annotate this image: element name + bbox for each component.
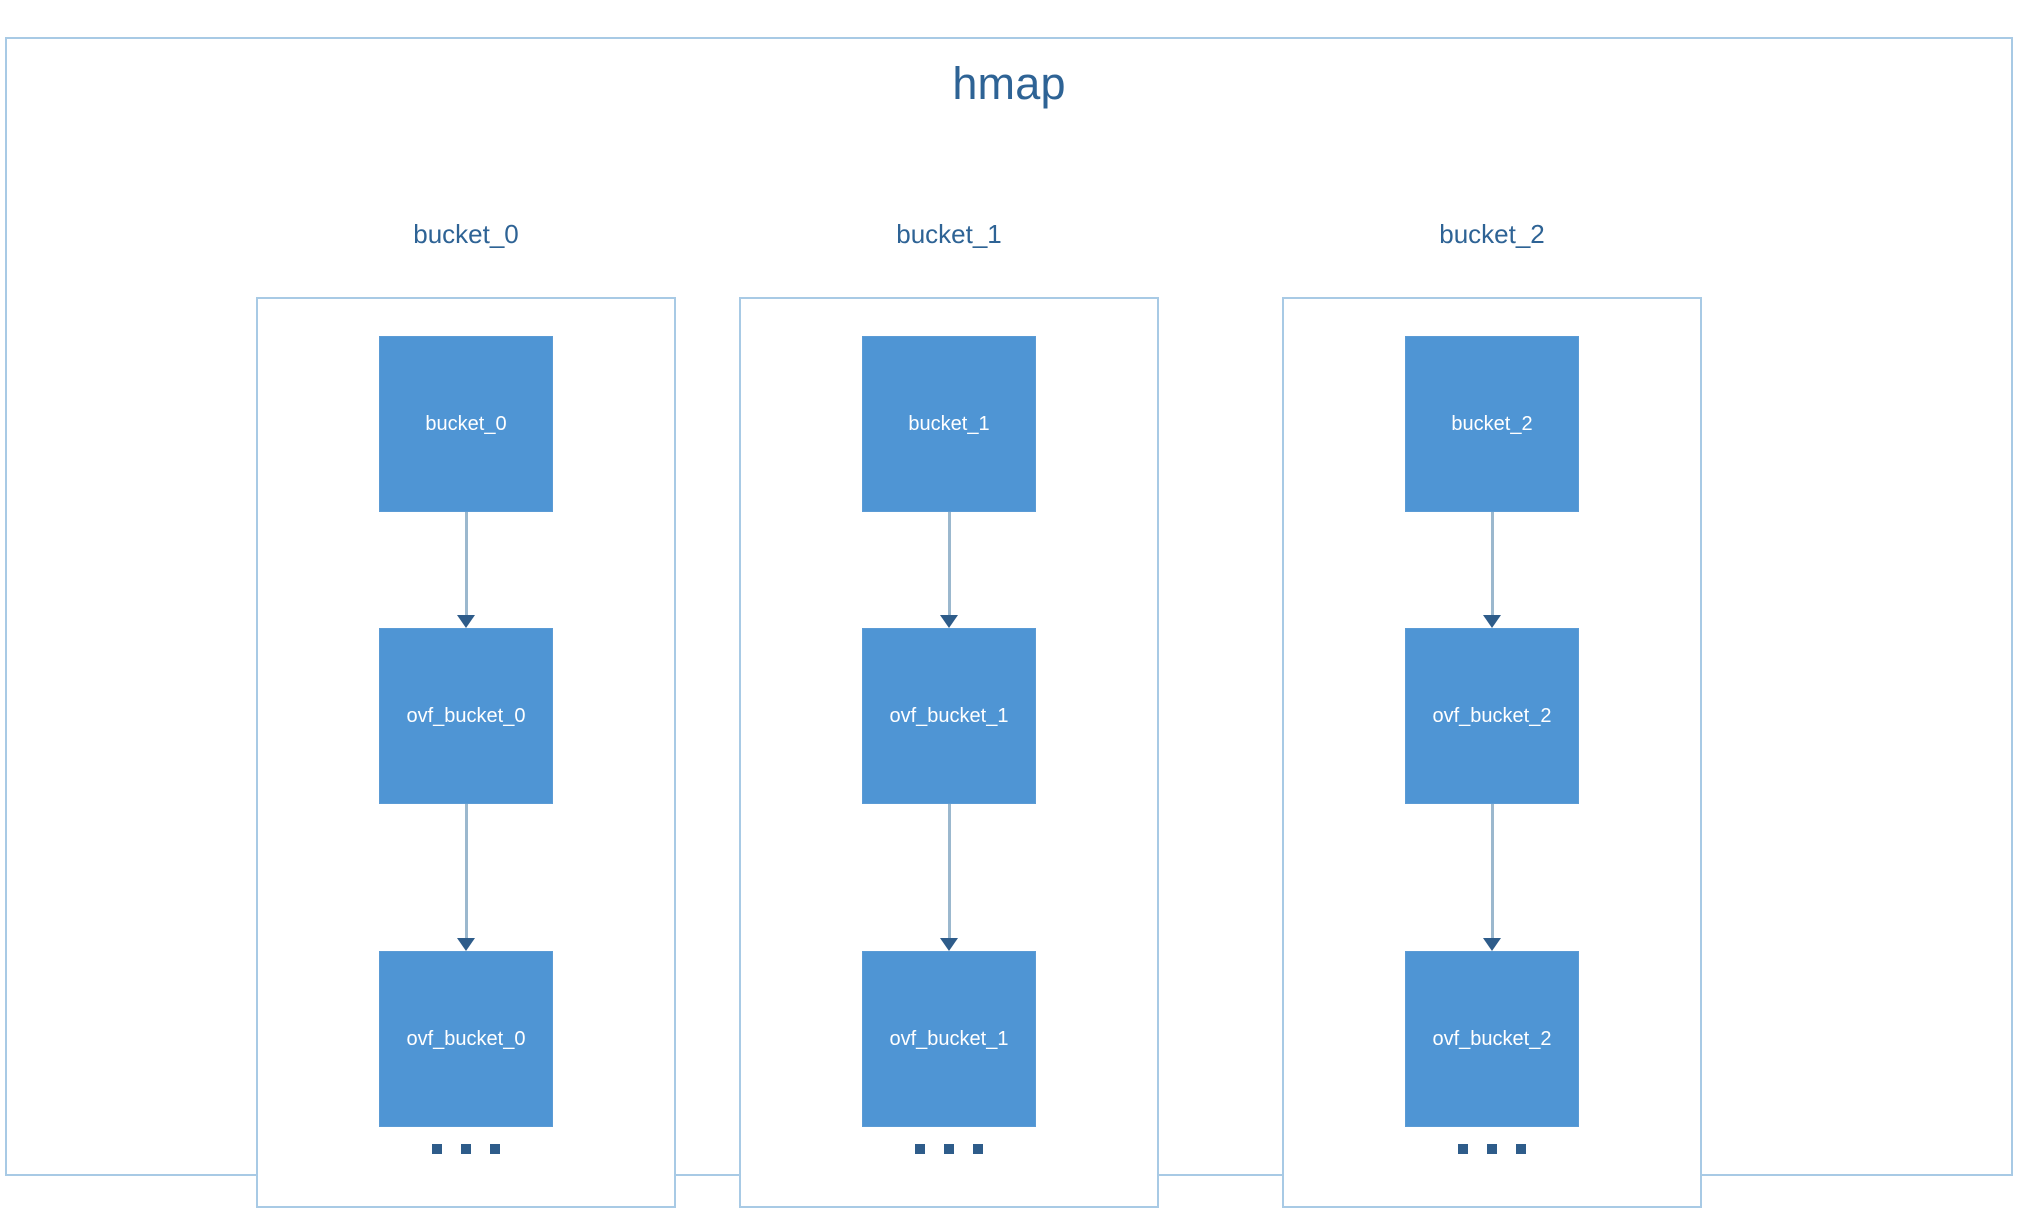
- ellipsis-dot: [1487, 1144, 1497, 1154]
- diagram-frame: hmap bucket_0 bucket_0 ovf_bucket_0: [5, 37, 2013, 1208]
- arrow-line: [1490, 804, 1494, 939]
- connector-arrow: [1481, 804, 1503, 951]
- node-box-label: bucket_1: [908, 413, 990, 435]
- node-box-label: ovf_bucket_2: [1432, 705, 1552, 727]
- node-box[interactable]: bucket_1: [862, 336, 1036, 512]
- ellipsis-indicator: ...: [741, 1144, 1157, 1154]
- bucket-columns: bucket_0 bucket_0 ovf_bucket_0: [7, 39, 2011, 1208]
- ellipsis-dot: [432, 1144, 442, 1154]
- arrow-head-icon: [940, 938, 958, 951]
- node-box[interactable]: ovf_bucket_1: [862, 628, 1036, 804]
- ellipsis-dot: [1458, 1144, 1468, 1154]
- arrow-head-icon: [457, 615, 475, 628]
- ellipsis-dot: [915, 1144, 925, 1154]
- node-box[interactable]: ovf_bucket_2: [1405, 628, 1579, 804]
- ellipsis-dot: [973, 1144, 983, 1154]
- node-box[interactable]: ovf_bucket_0: [379, 628, 553, 804]
- arrow-line: [1490, 512, 1494, 616]
- node-box-label: bucket_2: [1451, 413, 1533, 435]
- node-box-label: ovf_bucket_2: [1432, 1028, 1552, 1050]
- bucket-container-2[interactable]: bucket_2 ovf_bucket_2 ovf_bucket: [1282, 297, 1702, 1208]
- bucket-container-1[interactable]: bucket_1 ovf_bucket_1 ovf_bucket: [739, 297, 1159, 1208]
- arrow-head-icon: [940, 615, 958, 628]
- node-stack-0: bucket_0 ovf_bucket_0 ovf_bucket: [258, 299, 674, 1206]
- bucket-container-0[interactable]: bucket_0 ovf_bucket_0 ovf_bucket: [256, 297, 676, 1208]
- ellipsis-indicator: ...: [258, 1144, 674, 1154]
- connector-arrow: [938, 512, 960, 628]
- arrow-line: [947, 512, 951, 616]
- arrow-head-icon: [457, 938, 475, 951]
- node-box[interactable]: bucket_2: [1405, 336, 1579, 512]
- node-box-label: ovf_bucket_1: [889, 705, 1009, 727]
- node-box-label: bucket_0: [425, 413, 507, 435]
- arrow-line: [464, 804, 468, 939]
- ellipsis-dot: [1516, 1144, 1526, 1154]
- ellipsis-dot: [490, 1144, 500, 1154]
- arrow-line: [947, 804, 951, 939]
- connector-arrow: [1481, 512, 1503, 628]
- node-box[interactable]: bucket_0: [379, 336, 553, 512]
- diagram-title: hmap: [952, 58, 1066, 109]
- node-box[interactable]: ovf_bucket_2: [1405, 951, 1579, 1127]
- bucket-column-label-2: bucket_2: [1439, 219, 1545, 249]
- connector-arrow: [455, 512, 477, 628]
- node-stack-1: bucket_1 ovf_bucket_1 ovf_bucket: [741, 299, 1157, 1206]
- node-box-label: ovf_bucket_1: [889, 1028, 1009, 1050]
- bucket-column-label-0: bucket_0: [413, 219, 519, 249]
- node-box[interactable]: ovf_bucket_0: [379, 951, 553, 1127]
- node-box[interactable]: ovf_bucket_1: [862, 951, 1036, 1127]
- ellipsis-dot: [461, 1144, 471, 1154]
- connector-arrow: [938, 804, 960, 951]
- connector-arrow: [455, 804, 477, 951]
- ellipsis-dot: [944, 1144, 954, 1154]
- arrow-head-icon: [1483, 615, 1501, 628]
- arrow-line: [464, 512, 468, 616]
- node-box-label: ovf_bucket_0: [406, 1028, 526, 1050]
- bucket-column-label-1: bucket_1: [896, 219, 1002, 249]
- ellipsis-indicator: ...: [1284, 1144, 1700, 1154]
- node-stack-2: bucket_2 ovf_bucket_2 ovf_bucket: [1284, 299, 1700, 1206]
- arrow-head-icon: [1483, 938, 1501, 951]
- node-box-label: ovf_bucket_0: [406, 705, 526, 727]
